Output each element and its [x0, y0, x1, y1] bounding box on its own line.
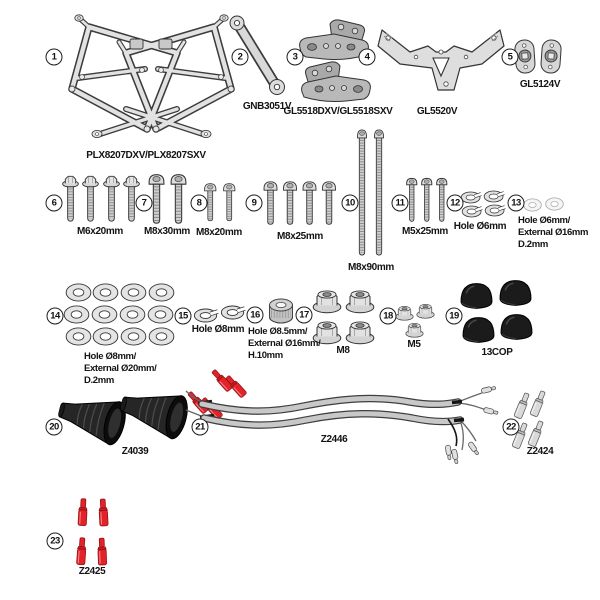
item-17-number: 17	[295, 306, 313, 324]
bolt-set-m6x20-illustration	[62, 174, 140, 226]
item-13-number: 13	[507, 194, 525, 212]
screw-set-m5x25-illustration	[405, 177, 449, 224]
item-16-label: Hole Ø8.5mm/ External Ø16mm/ H.10mm	[248, 326, 321, 362]
item-2-number: 2	[231, 48, 249, 66]
item-16-label-line1: Hole Ø8.5mm/	[248, 326, 308, 337]
item-15-number: 15	[174, 307, 192, 325]
rubber-boot-set-illustration	[53, 381, 192, 448]
item-14-label-line1: Hole Ø8mm/	[84, 351, 136, 362]
item-23-label: Z2425	[78, 566, 106, 577]
item-16-number: 16	[246, 306, 264, 324]
item-9-label: M8x25mm	[277, 231, 323, 242]
item-5-number: 5	[501, 48, 519, 66]
spacer-illustration	[269, 298, 293, 324]
item-10-number: 10	[341, 194, 359, 212]
item-4-label: GL5520V	[416, 106, 458, 117]
item-12-number: 12	[446, 194, 464, 212]
item-17-label: M8	[336, 345, 350, 356]
item-21-number: 21	[191, 418, 209, 436]
item-14-label-line3: D.2mm	[84, 375, 114, 386]
item-20-label: Z4039	[121, 446, 149, 457]
item-13-label-line3: D.2mm	[518, 239, 548, 250]
nut-set-m5-illustration	[395, 304, 435, 338]
item-3-number: 3	[286, 48, 304, 66]
red-connector-set-illustration	[75, 497, 109, 566]
item-19-label: 13COP	[481, 347, 513, 358]
split-washer-set-6mm-illustration	[460, 190, 506, 218]
item-3-label: GL5518DXV/GL5518SXV	[283, 106, 393, 117]
item-7-label: M8x30mm	[144, 226, 190, 237]
item-9-number: 9	[245, 194, 263, 212]
item-13-label-line2: External Ø16mm	[518, 227, 589, 238]
plate-illustration	[377, 29, 505, 91]
cable-label: Z2446	[320, 434, 348, 445]
item-16-label-line2: External Ø16mm/	[248, 338, 321, 349]
item-14-label-line2: External Ø20mm/	[84, 363, 157, 374]
item-1-label: PLX8207DXV/PLX8207SXV	[86, 150, 206, 161]
bolt-set-m8x20-illustration	[202, 182, 240, 226]
item-8-number: 8	[190, 194, 208, 212]
item-6-label: M6x20mm	[77, 226, 123, 237]
item-18-label: M5	[407, 339, 421, 350]
item-13-label-line1: Hole Ø6mm/	[518, 215, 570, 226]
item-10-label: M8x90mm	[348, 262, 394, 273]
bolt-set-m8x90-illustration	[354, 128, 388, 261]
link-arm-illustration	[229, 15, 285, 95]
item-22-label: Z2424	[526, 446, 554, 457]
bolt-set-m8x25-illustration	[262, 180, 338, 230]
item-20-number: 20	[45, 418, 63, 436]
item-14-number: 14	[46, 307, 64, 325]
item-23-number: 23	[46, 532, 64, 550]
nut-plate-illustration	[514, 39, 562, 74]
washer-set-8mm-illustration	[63, 283, 175, 346]
pannier-frame-illustration	[68, 14, 235, 139]
item-22-number: 22	[502, 418, 520, 436]
wiring-kit-illustration	[185, 384, 499, 465]
item-4-number: 4	[358, 48, 376, 66]
item-11-label: M5x25mm	[402, 226, 448, 237]
nut-set-m8-illustration	[312, 290, 375, 345]
item-19-number: 19	[445, 307, 463, 325]
item-2-label: GNB3051V	[242, 101, 292, 112]
item-15-label: Hole Ø8mm	[191, 324, 245, 335]
washer-set-6mm-illustration	[523, 197, 564, 212]
bolt-set-m8x30-illustration	[147, 171, 191, 231]
item-14-label: Hole Ø8mm/ External Ø20mm/ D.2mm	[84, 351, 157, 387]
item-1-number: 1	[45, 48, 63, 66]
grey-connector-set-illustration	[511, 389, 548, 450]
item-13-label: Hole Ø6mm/ External Ø16mm D.2mm	[518, 215, 588, 251]
dome-cap-set-illustration	[460, 279, 533, 344]
item-18-number: 18	[379, 307, 397, 325]
item-8-label: M8x20mm	[196, 227, 242, 238]
item-12-label: Hole Ø6mm	[453, 221, 507, 232]
item-5-label: GL5124V	[519, 79, 561, 90]
item-7-number: 7	[135, 194, 153, 212]
item-16-label-line3: H.10mm	[248, 350, 283, 361]
item-6-number: 6	[45, 194, 63, 212]
item-11-number: 11	[391, 194, 409, 212]
